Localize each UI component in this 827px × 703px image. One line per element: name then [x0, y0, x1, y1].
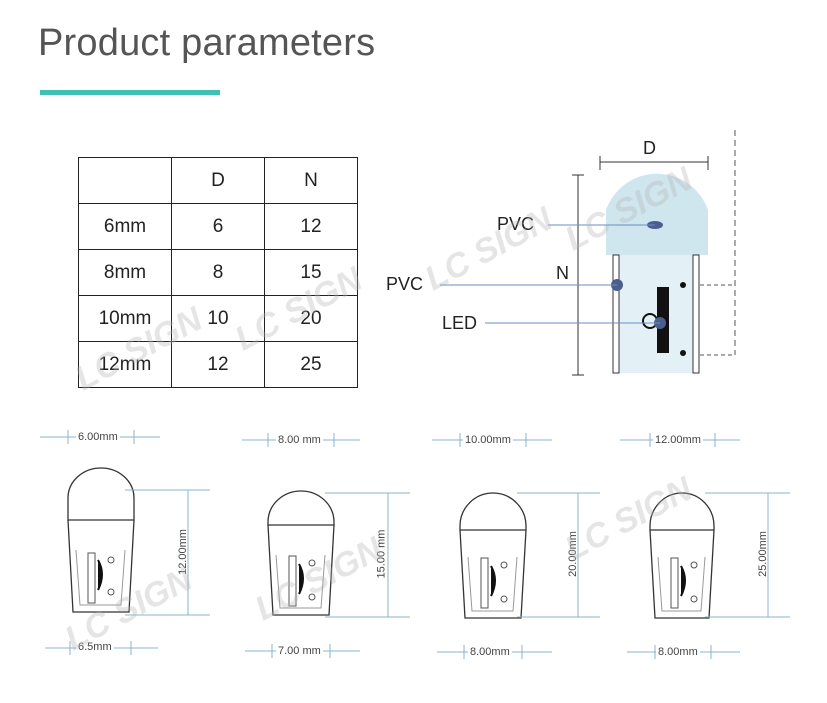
profile-1-width-bottom: 6.5mm	[76, 641, 114, 653]
height-label: N	[556, 263, 569, 283]
table-row: 6mm 6 12	[78, 203, 358, 250]
table-cell: 20	[264, 295, 358, 342]
parameters-table: D N 6mm 6 12 8mm 8 15 10mm 10 20 12mm 12…	[78, 157, 358, 388]
profile-4-height: 25.00mm	[756, 531, 769, 577]
page-title: Product parameters	[38, 22, 376, 64]
title-underline	[40, 90, 220, 95]
table-row: 12mm 12 25	[78, 341, 358, 388]
profile-4-width-bottom: 8.00mm	[656, 646, 700, 658]
table-cell: 12mm	[78, 341, 172, 388]
table-row: 8mm 8 15	[78, 249, 358, 296]
table-header-cell	[78, 157, 172, 204]
table-cell: 25	[264, 341, 358, 388]
cross-section-diagram	[440, 130, 736, 376]
profile-2-width-bottom: 7.00 mm	[276, 645, 323, 657]
led-label: LED	[442, 313, 478, 333]
pvc-side-label: PVC	[386, 274, 424, 294]
table-cell: 12	[264, 203, 358, 250]
table-cell: 15	[264, 249, 358, 296]
pvc-top-label: PVC	[497, 214, 535, 234]
table-header-cell: D	[171, 157, 265, 204]
table-header-cell: N	[264, 157, 358, 204]
pvc-dome	[606, 173, 708, 255]
profile-4-width-top: 12.00mm	[653, 434, 703, 446]
profile-10mm	[432, 433, 600, 659]
profile-3-width-top: 10.00mm	[463, 434, 513, 446]
profile-8mm	[242, 433, 410, 658]
profile-1-width-top: 6.00mm	[76, 431, 120, 443]
profile-2-width-top: 8.00 mm	[276, 434, 323, 446]
table-header-row: D N	[78, 157, 358, 204]
pvc-body	[613, 255, 699, 373]
profile-3-width-bottom: 8.00mm	[468, 646, 512, 658]
table-row: 10mm 10 20	[78, 295, 358, 342]
table-cell: 8	[171, 249, 265, 296]
table-cell: 12	[171, 341, 265, 388]
table-cell: 8mm	[78, 249, 172, 296]
table-cell: 10mm	[78, 295, 172, 342]
table-cell: 6mm	[78, 203, 172, 250]
width-label: D	[643, 138, 656, 158]
